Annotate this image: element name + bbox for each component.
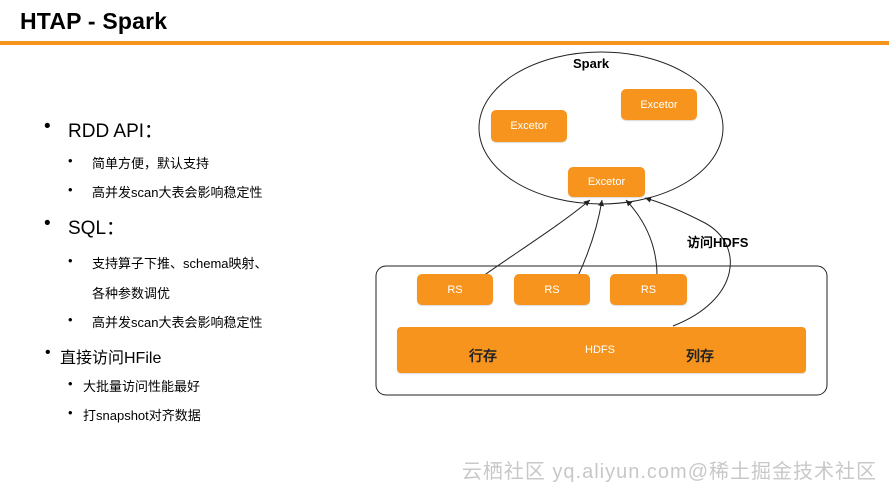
slide-title: HTAP - Spark: [20, 8, 168, 34]
region-server-box-1: RS: [417, 274, 493, 305]
executor-box-3: Excetor: [568, 167, 645, 197]
arrow-hdfs-executor: [644, 196, 731, 327]
title-underline: [0, 41, 889, 45]
bullet-rdd-item-2: 高并发scan大表会影响稳定性: [68, 182, 263, 201]
executor-box-1: Excetor: [491, 110, 567, 142]
arrow-rs3-executor: [625, 199, 658, 277]
bullet-sql-item-1-cont: 各种参数调优: [92, 286, 171, 301]
spark-label: Spark: [573, 56, 610, 71]
bullet-sql: SQL：: [44, 213, 125, 240]
row-store-label: 行存: [469, 348, 497, 364]
hdfs-label: HDFS: [585, 344, 615, 356]
hdfs-access-label: 访问HDFS: [687, 235, 749, 250]
bullet-rdd-item-1: 简单方便，默认支持: [68, 153, 209, 172]
arrow-rs1-executor: [482, 199, 591, 277]
arrow-rs2-executor: [577, 199, 605, 277]
region-server-box-3: RS: [610, 274, 687, 305]
bullet-sql-item-2: 高并发scan大表会影响稳定性: [68, 312, 263, 331]
watermark: 云栖社区 yq.aliyun.com@稀土掘金技术社区: [461, 461, 877, 483]
executor-box-2: Excetor: [621, 89, 697, 120]
column-store-label: 列存: [686, 348, 714, 364]
bullet-rdd-api: RDD API：: [44, 116, 163, 143]
bullet-hfile: 直接访问HFile: [45, 344, 161, 368]
bullet-hfile-item-1: 大批量访问性能最好: [68, 376, 200, 395]
bullet-hfile-item-2: 打snapshot对齐数据: [68, 405, 201, 424]
hdfs-bar: 行存 HDFS 列存: [397, 327, 806, 373]
bullet-sql-item-1: 支持算子下推、schema映射、: [68, 253, 267, 272]
region-server-box-2: RS: [514, 274, 590, 305]
